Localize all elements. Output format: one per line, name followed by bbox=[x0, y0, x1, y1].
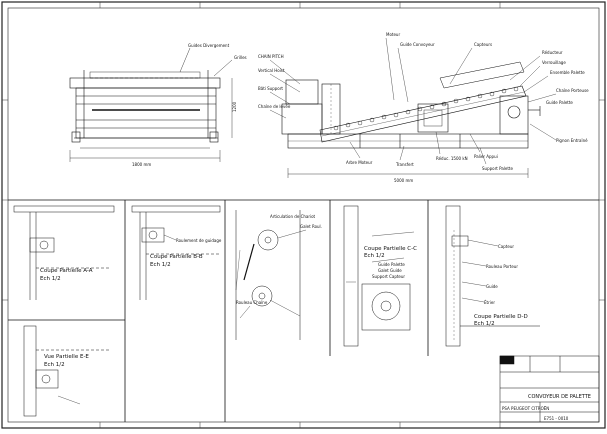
detail-sprocket-callout-2: Galet Roul. bbox=[300, 224, 322, 229]
callout-guide-palette: Guide Palette bbox=[546, 100, 573, 105]
side-elevation-view bbox=[269, 37, 557, 178]
detail-c-scale: Ech 1/2 bbox=[364, 253, 385, 259]
callout-bati-support: Bâti Support bbox=[258, 86, 283, 91]
callout-arbre-moteur: Arbre Moteur bbox=[346, 160, 373, 165]
title-block-drawing-no: E751 - 0010 bbox=[544, 416, 569, 421]
detail-sprocket-callout-3: Rouleau Chaîne bbox=[236, 300, 268, 305]
callout-moteur: Moteur bbox=[386, 32, 400, 37]
callout-reduc: Réduc. 1500 kN bbox=[436, 156, 468, 161]
callout-guides: Guides Divergement bbox=[188, 43, 230, 48]
dim-height: 1200 bbox=[232, 101, 237, 112]
detail-view-b bbox=[131, 205, 221, 300]
callout-transfert: Transfert bbox=[395, 162, 414, 167]
title-block-title: CONVOYEUR DE PALETTE bbox=[528, 394, 591, 400]
detail-c-callout-3: Support Capteur bbox=[372, 274, 405, 279]
detail-view-a bbox=[13, 205, 115, 300]
detail-b-scale: Ech 1/2 bbox=[150, 262, 171, 268]
detail-c-title: Coupe Partielle C-C bbox=[364, 246, 417, 252]
detail-a-title: Coupe Partielle A-A bbox=[40, 268, 93, 274]
detail-d-callout-2: Rouleau Porteur bbox=[486, 264, 518, 269]
callout-reducteur: Réducteur bbox=[542, 50, 563, 55]
left-elevation-view bbox=[69, 47, 233, 162]
callout-chain-pitch: CHAIN PITCH bbox=[258, 54, 284, 59]
callout-grilles: Grilles bbox=[234, 55, 247, 60]
callout-ensemble-palette: Ensemble Palette bbox=[550, 70, 585, 75]
detail-view-sprocket bbox=[235, 210, 307, 340]
detail-d-callout-1: Capteur bbox=[498, 244, 514, 249]
detail-sprocket-callout-1: Articulation de Chariot bbox=[270, 214, 316, 219]
detail-c-callout-1: Guide Palette bbox=[378, 262, 405, 267]
side-elevation-callouts: CHAIN PITCH Vertical Hoist Bâti Support … bbox=[258, 32, 589, 183]
detail-d-callout-3: Guide bbox=[486, 284, 498, 289]
title-block-client: PSA PEUGEOT CITROËN bbox=[502, 406, 549, 411]
dim-left-width: 1800 mm bbox=[132, 162, 151, 167]
border-ticks bbox=[2, 2, 605, 428]
callout-chaine-levee: Chaîne de levée bbox=[258, 104, 291, 109]
callout-guide-convoyeur: Guide Convoyeur bbox=[400, 42, 435, 47]
dim-right-width: 5000 mm bbox=[394, 178, 413, 183]
detail-d-title: Coupe Partielle D-D bbox=[474, 314, 528, 320]
detail-d-scale: Ech 1/2 bbox=[474, 321, 495, 327]
callout-vertical-hoist: Vertical Hoist bbox=[258, 68, 285, 73]
detail-frames bbox=[8, 199, 599, 422]
callout-palier: Palier Appui bbox=[474, 154, 498, 159]
callout-support: Support Palette bbox=[482, 166, 513, 171]
detail-b-callout: Roulement de guidage bbox=[176, 238, 222, 243]
detail-e-title: Vue Partielle E-E bbox=[44, 354, 89, 360]
detail-view-c bbox=[343, 205, 415, 347]
callout-pignon: Pignon Entraîné bbox=[556, 138, 588, 143]
detail-a-scale: Ech 1/2 bbox=[40, 276, 61, 282]
detail-e-scale: Ech 1/2 bbox=[44, 362, 65, 368]
callout-capteurs: Capteurs bbox=[474, 42, 492, 47]
title-block bbox=[499, 355, 600, 423]
inner-frame bbox=[7, 7, 600, 423]
callout-verrouillage: Verrouillage bbox=[542, 60, 566, 65]
callout-chaine-porteuse: Chaîne Porteuse bbox=[556, 88, 589, 93]
detail-b-title: Coupe Partielle B-B bbox=[150, 254, 203, 260]
detail-view-e bbox=[23, 325, 110, 417]
detail-d-callout-4: Étrier bbox=[484, 300, 495, 305]
detail-view-d bbox=[445, 205, 540, 347]
detail-c-callout-2: Galet Guide bbox=[378, 268, 402, 273]
